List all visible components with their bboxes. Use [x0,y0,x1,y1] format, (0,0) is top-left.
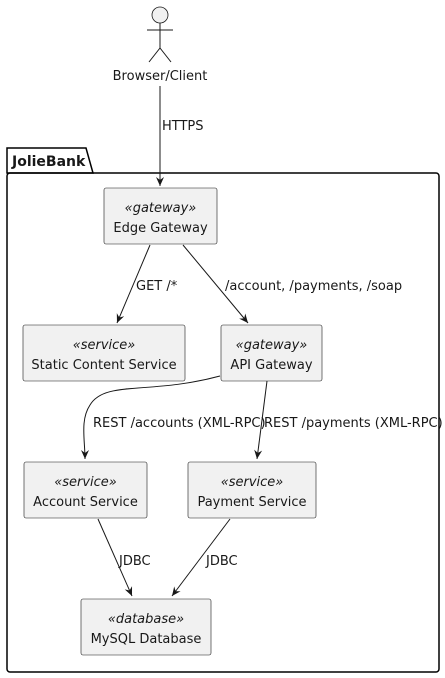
node-box [103,187,218,245]
node-api-gateway[interactable]: «gateway» API Gateway [220,324,323,382]
edge-api-to-payment [254,380,268,460]
edge-label-rest-accounts: REST /accounts (XML-RPC) [93,416,266,431]
node-account-service[interactable]: «service» Account Service [23,461,148,519]
edge-edge-to-api [182,244,249,324]
node-label: Payment Service [197,495,306,510]
node-stereotype: «gateway» [125,201,197,216]
node-label: API Gateway [230,358,312,373]
edge-label-https: HTTPS [162,119,204,134]
actor-right-leg [159,47,172,63]
node-label: Account Service [33,495,138,510]
package-label: JolieBank [11,154,86,170]
actor-head-icon [151,6,169,24]
edge-edge-to-static [116,244,151,324]
node-label: Edge Gateway [113,221,208,236]
edge-label-get: GET /* [136,279,178,294]
actor-browser-client: Browser/Client [113,6,208,84]
edge-label-jdbc-1: JDBC [118,554,151,569]
package-frame [6,172,440,673]
actor-left-leg [148,47,161,63]
node-box [220,324,323,382]
node-label: Static Content Service [31,358,176,373]
node-box [23,461,148,519]
node-label: MySQL Database [91,632,202,647]
edge-label-rest-payments: REST /payments (XML-RPC) [264,416,443,431]
node-box [80,598,212,656]
edge-label-account-payments-soap: /account, /payments, /soap [225,279,402,294]
package-joliebank: JolieBank [6,147,440,673]
node-box [22,324,186,382]
node-stereotype: «database» [108,612,184,627]
node-stereotype: «service» [54,475,117,490]
node-payment-service[interactable]: «service» Payment Service [187,461,317,519]
node-static-content-service[interactable]: «service» Static Content Service [22,324,186,382]
edge-label-jdbc-2: JDBC [205,554,238,569]
node-stereotype: «service» [221,475,284,490]
node-edge-gateway[interactable]: «gateway» Edge Gateway [103,187,218,245]
node-box [187,461,317,519]
edge-payment-to-db [171,518,231,597]
actor-label: Browser/Client [113,69,208,84]
edge-api-to-account [80,375,221,460]
node-mysql-database[interactable]: «database» MySQL Database [80,598,212,656]
edge-account-to-db [97,518,133,597]
node-stereotype: «service» [73,338,136,353]
node-stereotype: «gateway» [236,338,308,353]
